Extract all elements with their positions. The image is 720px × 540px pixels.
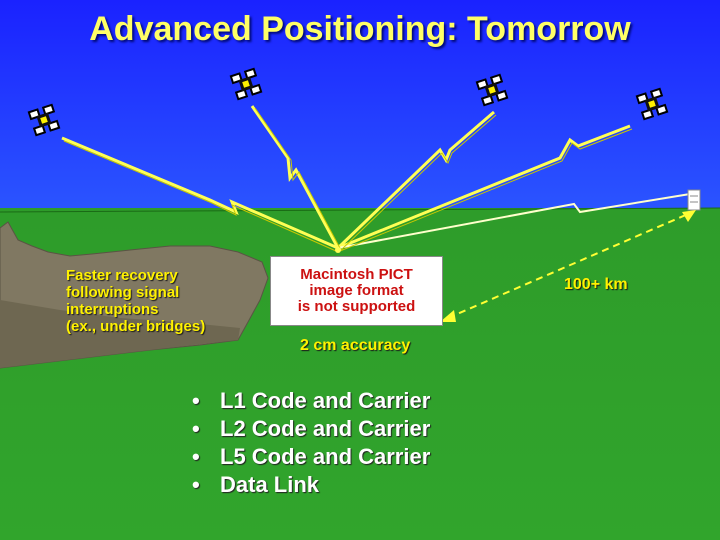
double-arrow-icon bbox=[440, 210, 696, 322]
bridge-recovery-note: Faster recovery following signal interru… bbox=[66, 267, 266, 335]
terrain-shadow bbox=[0, 300, 240, 368]
accuracy-label: 2 cm accuracy bbox=[300, 337, 411, 354]
list-item-label: L2 Code and Carrier bbox=[220, 416, 431, 441]
base-station-icon bbox=[687, 189, 701, 211]
bullet-icon: • bbox=[192, 416, 200, 441]
placeholder-line: Macintosh PICT bbox=[300, 266, 413, 283]
bridge-note-line: Faster recovery bbox=[66, 267, 178, 284]
receiver-point bbox=[335, 247, 341, 253]
list-item-label: L5 Code and Carrier bbox=[220, 444, 431, 469]
placeholder-line: is not supported bbox=[297, 298, 416, 315]
list-item: • L5 Code and Carrier bbox=[192, 443, 430, 471]
signal-line-shadows bbox=[63, 107, 633, 252]
signal-line-2 bbox=[250, 105, 340, 249]
signal-line-4 bbox=[337, 124, 631, 250]
signal-line-1 bbox=[61, 136, 339, 250]
bullet-icon: • bbox=[192, 444, 200, 469]
list-item-label: Data Link bbox=[220, 472, 320, 497]
list-item: • Data Link bbox=[192, 471, 430, 499]
bridge-note-line: following signal bbox=[66, 284, 180, 301]
signal-list: • L1 Code and Carrier • L2 Code and Carrie… bbox=[192, 387, 430, 499]
signal-line-5 bbox=[337, 193, 691, 249]
page-title: Advanced Positioning: Tomorrow bbox=[89, 10, 631, 48]
unsupported-image-placeholder: Macintosh PICT image format is not suppo… bbox=[270, 256, 443, 326]
bridge-note-line: (ex., under bridges) bbox=[66, 318, 206, 335]
range-label: 100+ km bbox=[564, 276, 628, 293]
list-item: • L2 Code and Carrier bbox=[192, 415, 430, 443]
list-item: • L1 Code and Carrier bbox=[192, 387, 430, 415]
list-item-label: L1 Code and Carrier bbox=[220, 388, 431, 413]
placeholder-line: image format bbox=[309, 282, 404, 299]
bullet-icon: • bbox=[192, 388, 200, 413]
sky bbox=[0, 0, 720, 212]
bridge-note-line: interruptions bbox=[66, 301, 159, 318]
bullet-icon: • bbox=[192, 472, 200, 497]
